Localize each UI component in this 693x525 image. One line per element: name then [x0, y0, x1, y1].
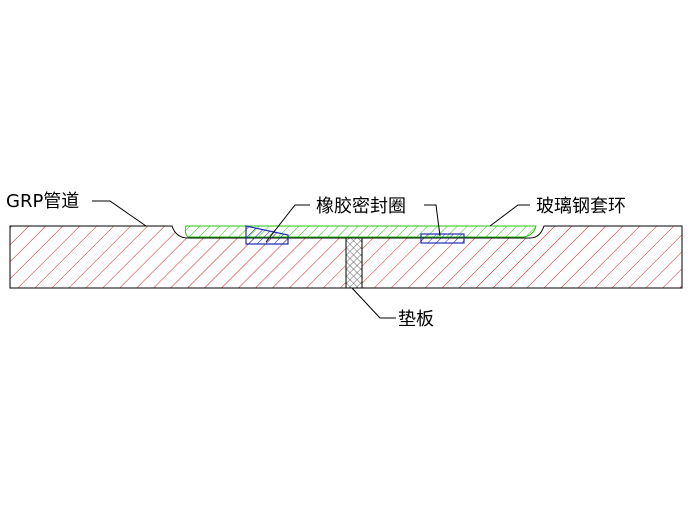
- label-rubber-seal: 橡胶密封圈: [316, 196, 406, 217]
- leader-pipe: [92, 200, 147, 227]
- label-pipe: GRP管道: [6, 191, 79, 212]
- label-pad: 垫板: [398, 309, 434, 330]
- leader-rubber-seal-right: [424, 204, 441, 237]
- label-glass-sleeve: 玻璃钢套环: [536, 196, 626, 217]
- pad: [345, 237, 363, 289]
- leader-pad: [351, 287, 396, 319]
- leader-glass-sleeve: [489, 204, 530, 227]
- rubber-seal-right: [420, 233, 465, 244]
- leader-rubber-seal-left: [265, 204, 310, 243]
- glass-sleeve: [184, 225, 537, 238]
